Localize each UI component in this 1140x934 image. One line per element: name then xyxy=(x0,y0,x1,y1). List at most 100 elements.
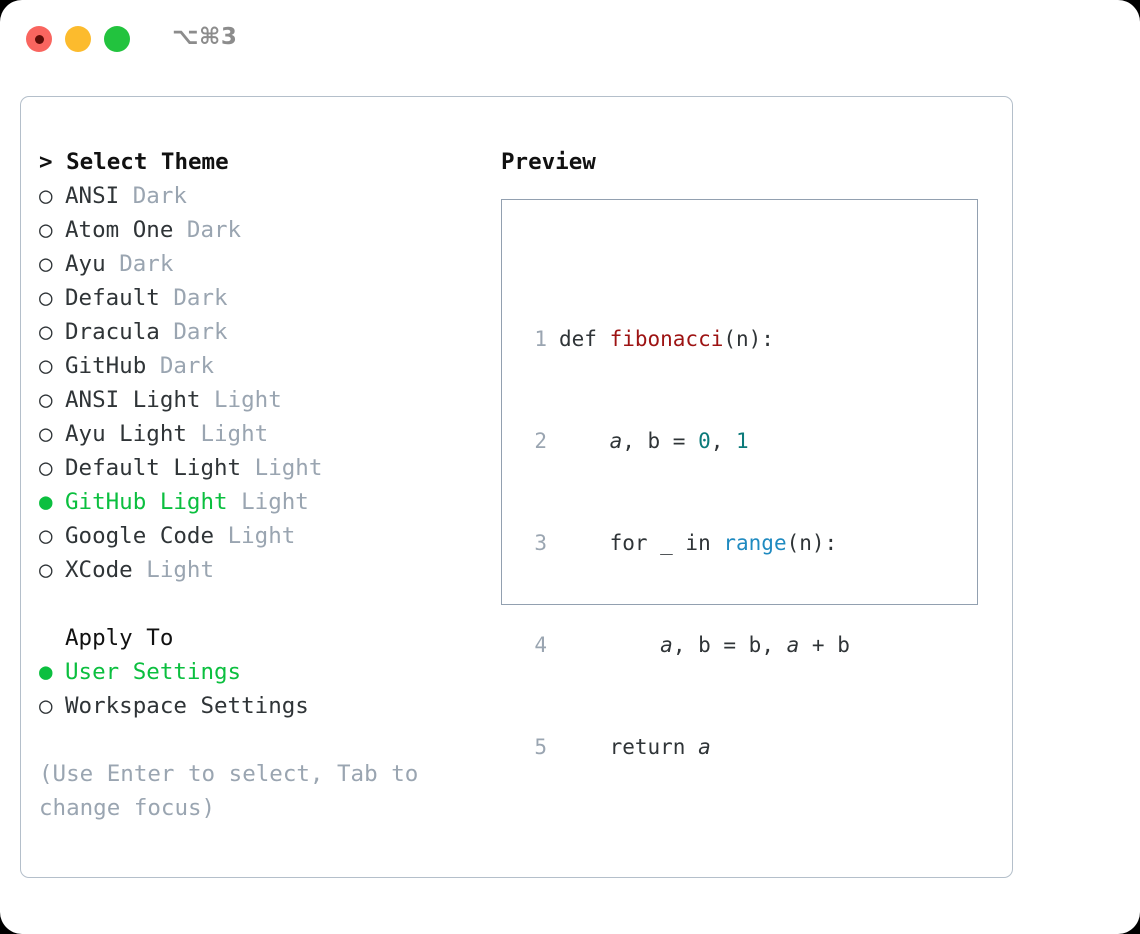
theme-tag: Light xyxy=(254,455,323,481)
theme-name: ANSI Light xyxy=(65,387,201,413)
radio-icon[interactable]: ○ xyxy=(39,251,53,277)
code-token: a xyxy=(660,633,673,657)
theme-name: Default Light xyxy=(65,455,242,481)
code-token xyxy=(559,429,610,453)
theme-picker-column: > Select Theme ○ ANSI Dark ○Atom One Dark… xyxy=(39,145,479,825)
apply-to-title: Apply To xyxy=(39,621,479,655)
theme-tag: Light xyxy=(200,421,269,447)
theme-list: ○ ANSI Dark ○Atom One Dark ○ Ayu Dark ○ Def… xyxy=(39,179,479,587)
theme-tag: Light xyxy=(146,557,215,583)
radio-icon[interactable]: ○ xyxy=(39,455,53,481)
theme-tag: Dark xyxy=(173,285,228,311)
code-token: , b = b, xyxy=(672,633,787,657)
code-token: + b xyxy=(799,633,850,657)
theme-name: ANSI xyxy=(65,183,120,209)
theme-item-dracula-dark[interactable]: ○Dracula Dark xyxy=(39,315,479,349)
radio-icon[interactable]: ○ xyxy=(39,693,53,719)
theme-item-github-light[interactable]: ● GitHub Light Light xyxy=(39,485,479,519)
apply-option-label: User Settings xyxy=(65,659,242,685)
line-number: 1 xyxy=(534,327,547,351)
radio-icon-selected[interactable]: ● xyxy=(39,489,53,515)
theme-item-default-dark[interactable]: ○ Default Dark xyxy=(39,281,479,315)
radio-icon[interactable]: ○ xyxy=(39,523,53,549)
code-token: a xyxy=(609,429,623,453)
code-token: fibonacci xyxy=(609,327,724,351)
keyboard-shortcut-label: ⌥⌘3 xyxy=(172,24,238,50)
code-token: (n): xyxy=(723,327,774,351)
close-button[interactable] xyxy=(26,26,52,52)
theme-item-ansi-light[interactable]: ○ANSI Light Light xyxy=(39,383,479,417)
theme-name: XCode xyxy=(65,557,133,583)
code-token: return xyxy=(559,735,699,759)
page-title-label: Select Theme xyxy=(66,149,229,175)
page-title: > Select Theme xyxy=(39,145,479,179)
hint-spacer xyxy=(39,723,479,757)
theme-item-ayu-light[interactable]: ○ Ayu Light Light xyxy=(39,417,479,451)
code-line: 1 def fibonacci(n): xyxy=(521,322,875,356)
theme-tag: Dark xyxy=(119,251,174,277)
main-panel: > Select Theme ○ ANSI Dark ○Atom One Dark… xyxy=(20,96,1013,878)
code-token: , b = xyxy=(622,429,699,453)
apply-to-list: ● User Settings ○Workspace Settings xyxy=(39,655,479,723)
theme-item-ansi-dark[interactable]: ○ ANSI Dark xyxy=(39,179,479,213)
code-token: for _ in xyxy=(559,531,724,555)
radio-icon[interactable]: ○ xyxy=(39,353,53,379)
code-token: range xyxy=(723,531,787,555)
theme-item-ayu-dark[interactable]: ○ Ayu Dark xyxy=(39,247,479,281)
code-line: 2 a, b = 0, 1 xyxy=(521,424,875,458)
theme-name: GitHub xyxy=(65,353,147,379)
apply-option-workspace-settings[interactable]: ○Workspace Settings xyxy=(39,689,479,723)
theme-item-atom-one-dark[interactable]: ○Atom One Dark xyxy=(39,213,479,247)
theme-tag: Light xyxy=(227,523,296,549)
theme-name: Google Code xyxy=(65,523,215,549)
line-number: 3 xyxy=(534,531,547,555)
code-line: 5 return a xyxy=(521,730,875,764)
radio-icon-selected[interactable]: ● xyxy=(39,659,53,685)
code-line: 4 a, b = b, a + b xyxy=(521,628,875,662)
code-token xyxy=(559,633,660,657)
theme-tag: Light xyxy=(241,489,309,515)
apply-option-user-settings[interactable]: ● User Settings xyxy=(39,655,479,689)
spacer-marker xyxy=(39,621,65,655)
theme-tag: Dark xyxy=(159,353,215,379)
window-controls xyxy=(26,26,130,52)
theme-name: Ayu xyxy=(65,251,106,277)
theme-item-github-dark[interactable]: ○ GitHub Dark xyxy=(39,349,479,383)
radio-icon[interactable]: ○ xyxy=(39,319,53,345)
radio-icon[interactable]: ○ xyxy=(39,557,53,583)
line-number: 4 xyxy=(534,633,547,657)
preview-title: Preview xyxy=(501,149,596,175)
title-bar: ⌥⌘3 xyxy=(0,0,1140,78)
maximize-button[interactable] xyxy=(104,26,130,52)
theme-item-xcode-light[interactable]: ○ XCode Light xyxy=(39,553,479,587)
theme-name: Ayu Light xyxy=(65,421,187,447)
theme-name: Default xyxy=(65,285,160,311)
code-token: , xyxy=(710,429,737,453)
code-token: (n): xyxy=(786,531,838,555)
code-token: def xyxy=(559,327,610,351)
theme-name: GitHub Light xyxy=(65,489,228,515)
apply-to-label: Apply To xyxy=(65,625,174,651)
radio-icon[interactable]: ○ xyxy=(39,285,53,311)
theme-name: Dracula xyxy=(65,319,160,345)
keyboard-hint: (Use Enter to select, Tab to change focu… xyxy=(39,761,419,821)
minimize-button[interactable] xyxy=(65,26,91,52)
radio-icon[interactable]: ○ xyxy=(39,421,53,447)
theme-item-google-code-light[interactable]: ○ Google Code Light xyxy=(39,519,479,553)
radio-icon[interactable]: ○ xyxy=(39,217,53,243)
list-spacer xyxy=(39,587,479,621)
code-token: 1 xyxy=(736,429,749,453)
radio-icon[interactable]: ○ xyxy=(39,387,53,413)
theme-tag: Dark xyxy=(186,217,242,243)
theme-tag: Dark xyxy=(132,183,187,209)
radio-icon[interactable]: ○ xyxy=(39,183,53,209)
line-number: 2 xyxy=(534,429,547,453)
line-number: 5 xyxy=(534,735,547,759)
theme-item-default-light[interactable]: ○ Default Light Light xyxy=(39,451,479,485)
code-token: 0 xyxy=(698,429,711,453)
prompt-caret-icon: > xyxy=(39,149,53,175)
